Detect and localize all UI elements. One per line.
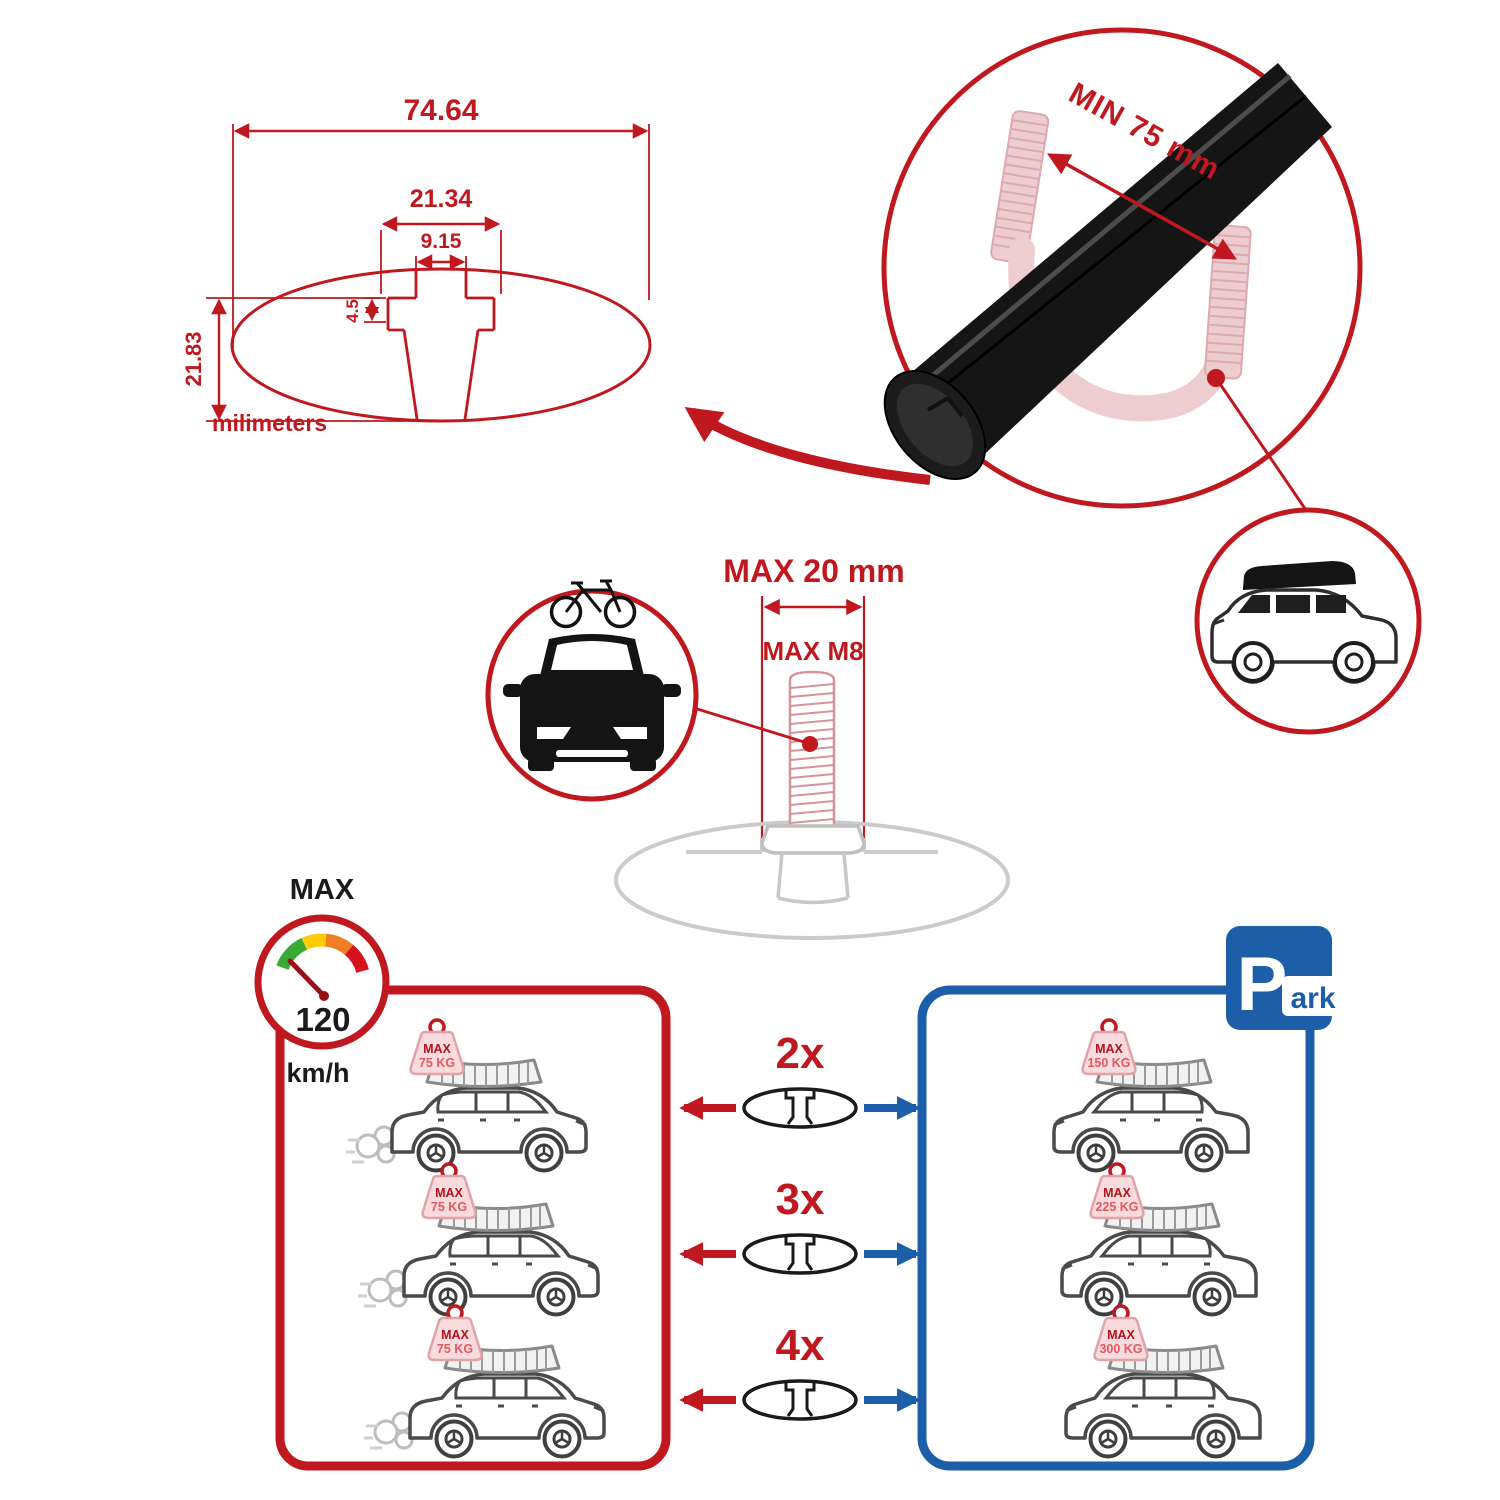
bar-count-label: 4x bbox=[776, 1321, 825, 1370]
bar-count-row-3: 4x bbox=[679, 1321, 921, 1421]
driving-car-2: MAX 75 KG bbox=[358, 1162, 598, 1315]
curved-arrow-to-drawing bbox=[684, 406, 931, 485]
min-clamp-arrow bbox=[1047, 153, 1237, 260]
park-suffix-tab bbox=[1282, 976, 1344, 1016]
speedometer-badge: MAX 120 km/h bbox=[254, 874, 390, 1088]
dim-ext-slot-width bbox=[415, 256, 467, 270]
t-slot-profile bbox=[386, 271, 496, 420]
tag-max-label: MAX bbox=[1103, 1186, 1131, 1200]
park-letter: P bbox=[1237, 942, 1288, 1027]
bike-car-badge bbox=[485, 579, 699, 802]
bolt-dot bbox=[802, 736, 818, 752]
speed-max-label: MAX bbox=[290, 874, 355, 906]
car-front-icon bbox=[503, 634, 681, 771]
tbolt-diagram: MAX 20 mm MAX M8 bbox=[614, 553, 1010, 940]
crossbar-section-icon bbox=[742, 1087, 858, 1129]
dim-ext-lip-depth bbox=[364, 297, 386, 323]
crossbar-section-icon bbox=[742, 1233, 858, 1275]
crossbar-render-badge: MIN 75 mm bbox=[684, 27, 1363, 514]
dim-ext-height bbox=[206, 297, 436, 422]
crossbar-section-icon bbox=[742, 1379, 858, 1421]
dim-slot-width: 9.15 bbox=[421, 230, 462, 253]
bar-count-row-2: 3x bbox=[679, 1175, 921, 1275]
parked-car-2: MAX 225 KG bbox=[1062, 1162, 1256, 1315]
bar-count-row-1: 2x bbox=[679, 1029, 921, 1129]
tag-weight-label: 150 KG bbox=[1087, 1056, 1130, 1070]
driving-car-3: MAX 75 KG bbox=[364, 1304, 604, 1457]
parked-car-1: MAX 150 KG bbox=[1054, 1018, 1248, 1171]
callout-leader bbox=[1214, 377, 1310, 514]
tag-max-label: MAX bbox=[435, 1186, 463, 1200]
dim-height: 21.83 bbox=[181, 331, 206, 386]
tag-weight-label: 75 KG bbox=[431, 1200, 467, 1214]
cross-section-diagram: 74.64 21.34 9.15 4.5 21.83 milimeters bbox=[181, 94, 652, 436]
dim-ext-channel-width bbox=[380, 230, 502, 294]
units-label: milimeters bbox=[212, 410, 327, 436]
dim-total-width: 74.64 bbox=[403, 94, 478, 127]
tag-max-label: MAX bbox=[423, 1042, 451, 1056]
parked-car-3: MAX 300 KG bbox=[1066, 1304, 1260, 1457]
tag-max-label: MAX bbox=[1095, 1042, 1123, 1056]
tag-weight-label: 75 KG bbox=[437, 1342, 473, 1356]
max-bolt-length-label: MAX 20 mm bbox=[723, 553, 904, 589]
roofbox-car-badge bbox=[1194, 507, 1422, 735]
bolt-leader bbox=[693, 706, 805, 744]
max-thread-label: MAX M8 bbox=[762, 636, 863, 666]
bar-count-label: 2x bbox=[776, 1029, 825, 1078]
cross-section-ellipse bbox=[230, 267, 652, 423]
speed-units: km/h bbox=[286, 1058, 349, 1088]
tag-max-label: MAX bbox=[441, 1328, 469, 1342]
tag-max-label: MAX bbox=[1107, 1328, 1135, 1342]
park-suffix: ark bbox=[1290, 982, 1335, 1015]
tag-weight-label: 75 KG bbox=[419, 1056, 455, 1070]
dim-ext-total-width bbox=[232, 124, 650, 348]
tag-weight-label: 300 KG bbox=[1099, 1342, 1142, 1356]
gauge-needle bbox=[287, 958, 327, 999]
tag-weight-label: 225 KG bbox=[1095, 1200, 1138, 1214]
speed-value: 120 bbox=[295, 1001, 350, 1038]
dim-channel-width: 21.34 bbox=[410, 185, 473, 213]
suv-roofbox-icon bbox=[1210, 561, 1398, 684]
dim-lip-depth: 4.5 bbox=[343, 299, 362, 323]
bar-count-label: 3x bbox=[776, 1175, 825, 1224]
park-sign: P ark bbox=[1226, 926, 1344, 1030]
bolt-dim-ext bbox=[760, 596, 866, 840]
bolt-icon bbox=[760, 670, 866, 905]
driving-car-1: MAX 75 KG bbox=[346, 1018, 586, 1171]
bike-icon bbox=[549, 579, 637, 629]
